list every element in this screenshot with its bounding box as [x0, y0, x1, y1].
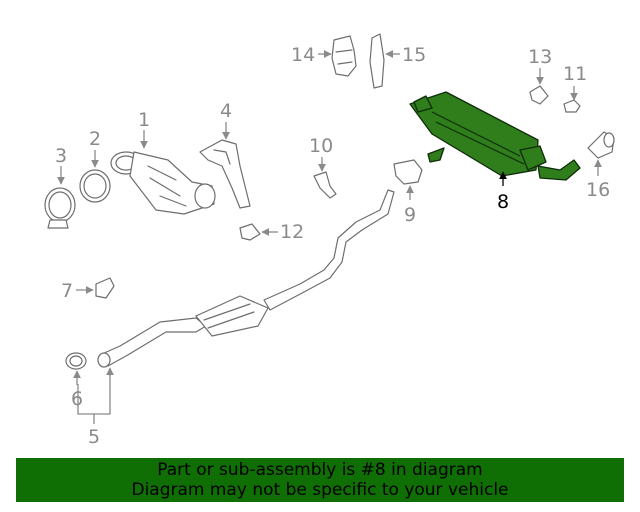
- label-part-1: 1: [138, 109, 150, 131]
- label-part-7: 7: [61, 280, 73, 302]
- label-part-3: 3: [55, 145, 67, 167]
- part-6-clamp[interactable]: [65, 352, 87, 370]
- part-3-clamp[interactable]: [44, 187, 76, 229]
- part-12-clip[interactable]: [239, 223, 261, 241]
- part-5-exhaust-pipe[interactable]: [97, 189, 395, 368]
- label-part-10: 10: [309, 135, 333, 157]
- part-7-hanger[interactable]: [95, 277, 115, 299]
- part-16-exhaust-tip[interactable]: [587, 131, 615, 159]
- label-part-13: 13: [528, 46, 552, 68]
- label-part-8: 8: [497, 191, 509, 213]
- banner-line-2: Diagram may not be specific to your vehi…: [131, 480, 509, 500]
- info-banner: Part or sub-assembly is #8 in diagram Di…: [16, 458, 624, 502]
- label-part-6: 6: [71, 388, 83, 410]
- label-part-11: 11: [563, 63, 587, 85]
- part-4-heat-shield[interactable]: [199, 139, 251, 209]
- label-part-16: 16: [586, 179, 610, 201]
- label-part-15: 15: [402, 44, 426, 66]
- label-part-12: 12: [280, 221, 304, 243]
- label-part-9: 9: [404, 204, 416, 226]
- exhaust-parts-diagram: 1 2 3 4 5 6 7: [44, 33, 615, 448]
- banner-line-1: Part or sub-assembly is #8 in diagram: [157, 460, 483, 480]
- label-part-4: 4: [220, 100, 232, 122]
- label-part-2: 2: [89, 128, 101, 150]
- part-8-muffler[interactable]: [409, 91, 581, 181]
- part-15-bracket-plate[interactable]: [369, 33, 385, 89]
- part-1-catalytic-converter[interactable]: [110, 151, 216, 215]
- part-2-gasket[interactable]: [79, 169, 111, 203]
- label-part-14: 14: [291, 44, 315, 66]
- part-11-nut[interactable]: [563, 99, 581, 113]
- part-9-hanger-mount[interactable]: [393, 159, 423, 185]
- label-part-5: 5: [88, 426, 100, 448]
- part-14-valve[interactable]: [331, 35, 357, 77]
- part-10-bracket[interactable]: [313, 171, 337, 199]
- part-13-isolator[interactable]: [529, 85, 549, 105]
